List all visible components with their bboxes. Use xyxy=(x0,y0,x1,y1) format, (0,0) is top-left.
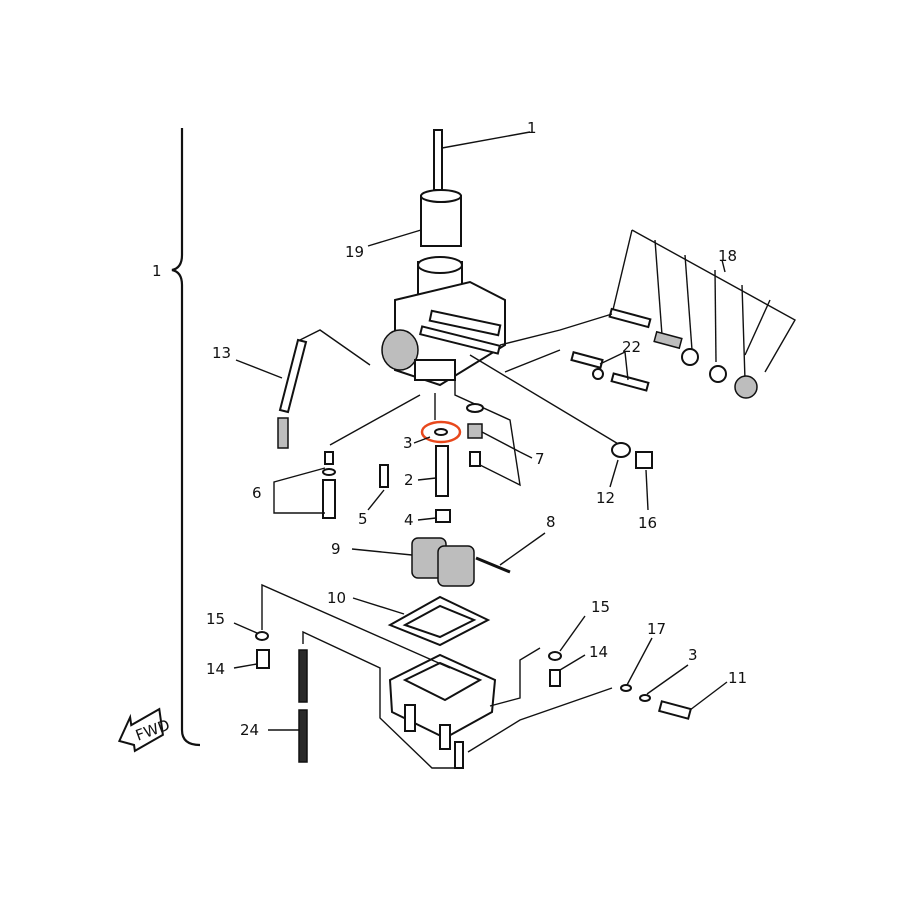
part-15-washer-left: 15 xyxy=(206,610,269,641)
label-9: 9 xyxy=(331,540,341,558)
part-22-screws: 22 xyxy=(570,338,650,392)
float-bowl xyxy=(388,653,497,769)
part-17-gasket: 17 xyxy=(620,620,666,692)
label-4: 4 xyxy=(404,511,414,529)
part-3-oring-lower: 3 xyxy=(639,646,698,702)
part-13-tube: 13 xyxy=(212,338,308,449)
fwd-arrow-icon: FWD xyxy=(117,707,172,753)
label-24: 24 xyxy=(240,721,259,739)
label-8: 8 xyxy=(546,513,556,531)
part-5-fitting: 5 xyxy=(358,464,389,528)
label-18: 18 xyxy=(718,247,737,265)
part-6-fitting: 6 xyxy=(252,451,336,519)
part-16-screw: 16 xyxy=(635,451,657,532)
label-15-left: 15 xyxy=(206,610,225,628)
label-3-lower: 3 xyxy=(688,646,698,664)
part-8-float-pin: 8 xyxy=(475,513,556,574)
label-12: 12 xyxy=(596,489,615,507)
leader-lines xyxy=(299,313,621,487)
part-14-screw-right: 14 xyxy=(549,643,608,687)
bowl-leader-lines xyxy=(261,583,613,769)
part-7-pilot-jet: 7 xyxy=(466,403,545,468)
part-3-oring-highlighted: 3 xyxy=(403,420,462,452)
label-6: 6 xyxy=(252,484,262,502)
label-5: 5 xyxy=(358,510,368,528)
part-15-washer-right: 15 xyxy=(548,598,610,661)
label-22: 22 xyxy=(622,338,641,356)
carburetor-body xyxy=(381,256,506,387)
part-1-needle: 1 xyxy=(433,119,537,191)
part-14-screw-left: 14 xyxy=(206,649,270,678)
part-9-float: 9 xyxy=(331,537,475,587)
label-14-right: 14 xyxy=(589,643,608,661)
assembly-bracket: 1 xyxy=(152,128,201,747)
part-24-drain-tube: 24 xyxy=(240,649,308,763)
part-19-throttle-valve: 19 xyxy=(345,189,462,261)
label-11: 11 xyxy=(728,669,747,687)
label-1-top: 1 xyxy=(527,119,537,137)
part-12-washer: 12 xyxy=(596,442,631,507)
label-15-right: 15 xyxy=(591,598,610,616)
label-3-upper: 3 xyxy=(403,434,413,452)
label-14-left: 14 xyxy=(206,660,225,678)
part-11-drain-screw: 11 xyxy=(657,669,747,720)
part-10-gasket: 10 xyxy=(327,589,491,647)
label-10: 10 xyxy=(327,589,346,607)
part-18-pilot-screw-set: 18 xyxy=(608,229,796,399)
assembly-number-label: 1 xyxy=(152,262,162,280)
label-19: 19 xyxy=(345,243,364,261)
label-7: 7 xyxy=(535,450,545,468)
part-4-main-jet: 4 xyxy=(404,509,451,529)
label-16: 16 xyxy=(638,514,657,532)
part-2-needle-jet: 2 xyxy=(404,445,449,497)
label-2: 2 xyxy=(404,471,414,489)
label-17: 17 xyxy=(647,620,666,638)
label-13: 13 xyxy=(212,344,231,362)
highlight-circle xyxy=(420,420,462,444)
